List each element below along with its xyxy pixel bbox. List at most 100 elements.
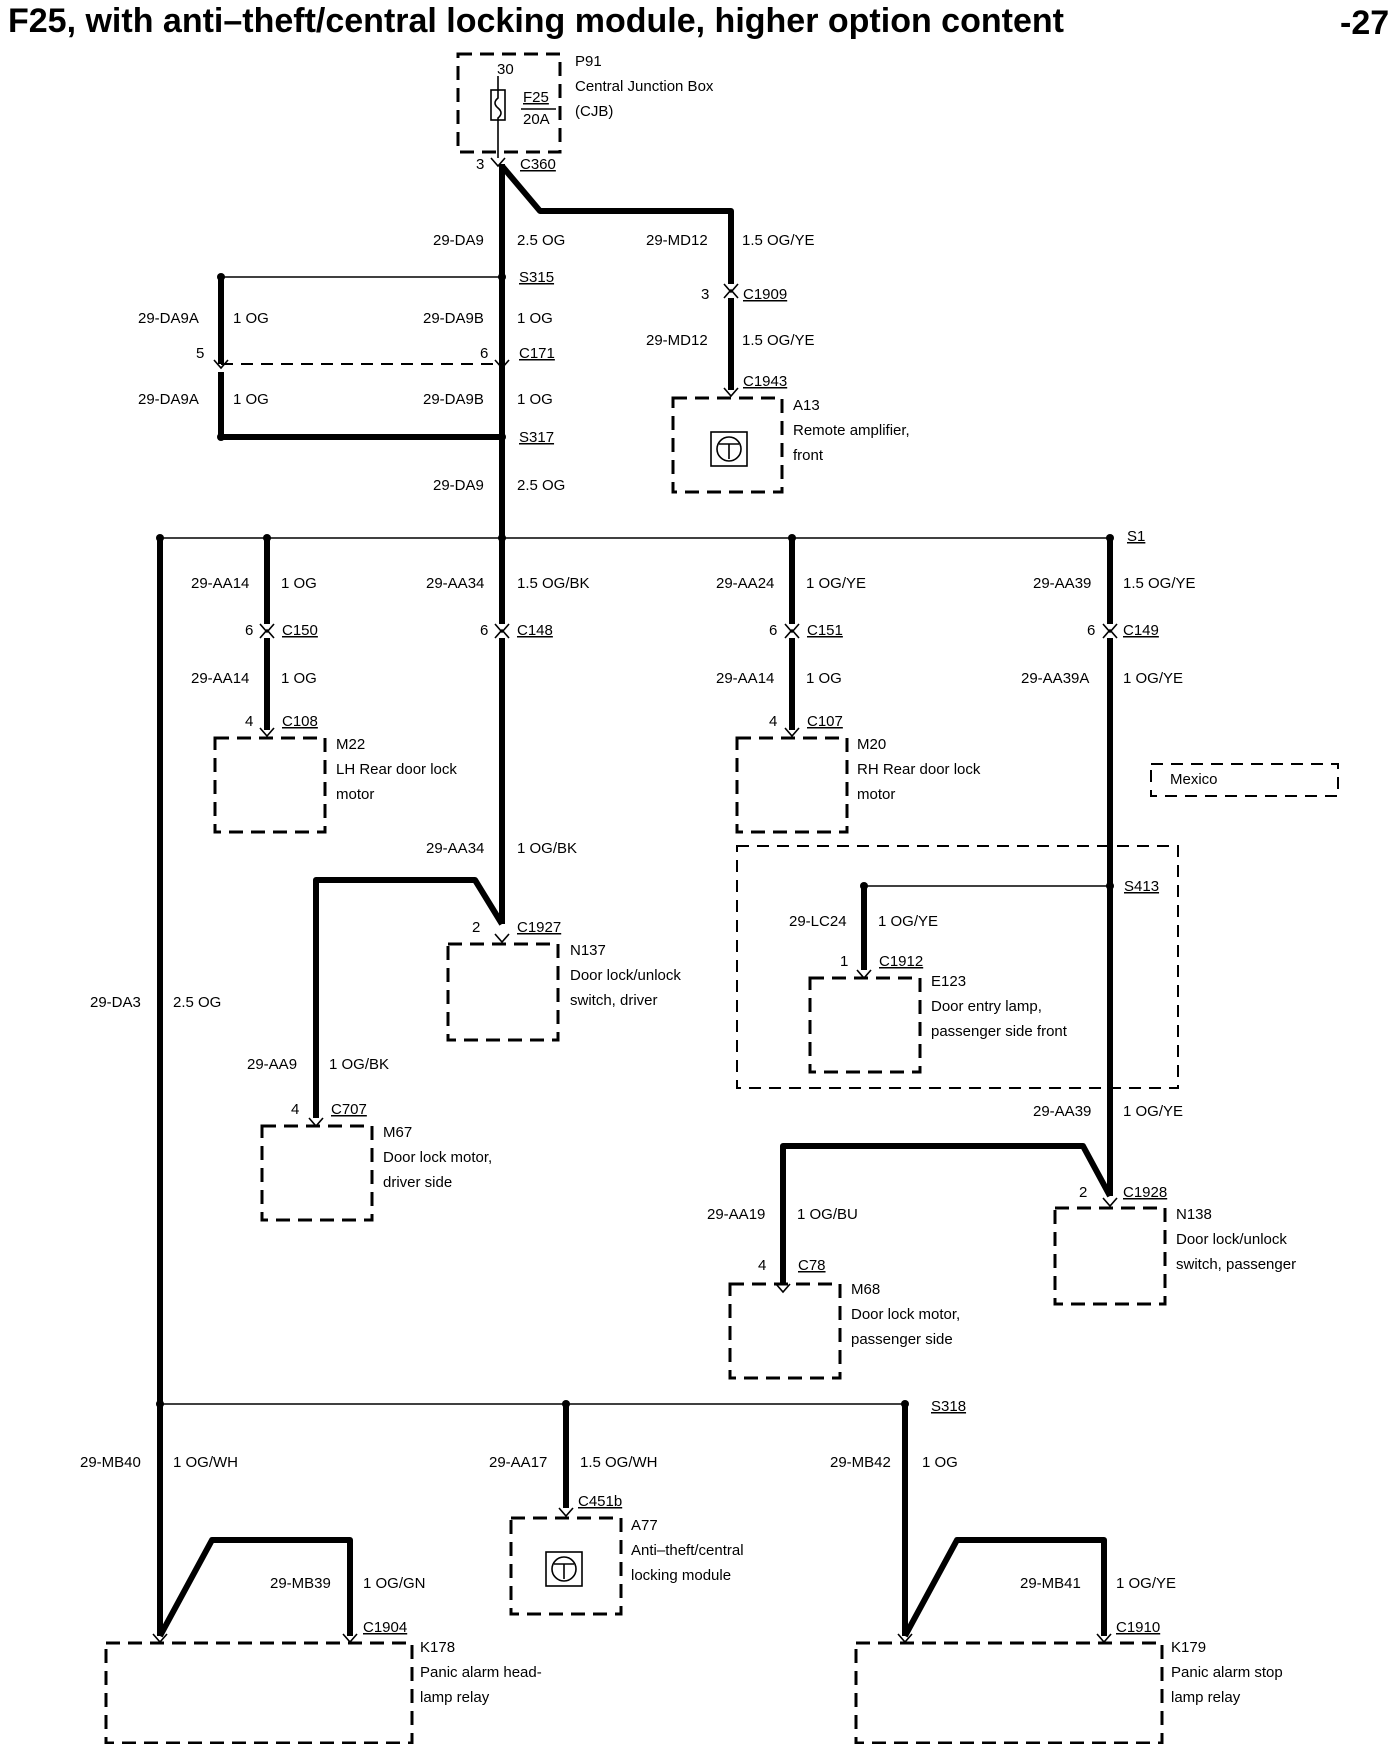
cjb-desc-label: Central Junction Box bbox=[575, 78, 714, 95]
connector-pin: 2 bbox=[472, 919, 480, 936]
connector-c1910: C1910 bbox=[1116, 1619, 1160, 1636]
component-m20: 4 C107 M20 RH Rear door lock motor bbox=[735, 713, 981, 834]
splice-dots bbox=[156, 273, 1114, 1408]
wire-circuit: 29-AA14 bbox=[716, 670, 774, 687]
component-desc: front bbox=[793, 447, 824, 464]
connector-c707: C707 bbox=[331, 1101, 367, 1118]
connector-c1928: C1928 bbox=[1123, 1184, 1167, 1201]
cjb-pin-label: 30 bbox=[497, 61, 514, 78]
wire-spec: 1 OG/YE bbox=[1123, 1103, 1183, 1120]
wire-circuit: 29-LC24 bbox=[789, 913, 847, 930]
wire-circuit: 29-AA24 bbox=[716, 575, 774, 592]
connector-c1909: C1909 bbox=[743, 286, 787, 303]
wire-circuit: 29-MB40 bbox=[80, 1454, 141, 1471]
wire-spec: 1.5 OG/YE bbox=[742, 232, 815, 249]
component-id: M68 bbox=[851, 1281, 880, 1298]
connector-pin: 6 bbox=[245, 622, 253, 639]
splice-dot bbox=[217, 273, 225, 281]
option-mexico: Mexico bbox=[736, 763, 1339, 1089]
component-desc: Remote amplifier, bbox=[793, 422, 910, 439]
cjb-desc2-label: (CJB) bbox=[575, 103, 613, 120]
component-id: N137 bbox=[570, 942, 606, 959]
connector-pin: 3 bbox=[701, 286, 709, 303]
component-desc: Panic alarm head- bbox=[420, 1664, 542, 1681]
fuse-id-label: F25 bbox=[523, 89, 549, 106]
component-desc: Door lock motor, bbox=[383, 1149, 492, 1166]
component-desc: Door entry lamp, bbox=[931, 998, 1042, 1015]
component-desc: driver side bbox=[383, 1174, 452, 1191]
connector-pin: 4 bbox=[769, 713, 777, 730]
splice-dot bbox=[860, 882, 868, 890]
wire-circuit: 29-MB39 bbox=[270, 1575, 331, 1592]
component-e123: 1 C1912 E123 Door entry lamp, passenger … bbox=[808, 953, 1068, 1074]
splice-dot bbox=[1106, 534, 1114, 542]
inline-connectors: 3 C1909 5 6 C171 6 C150 6 C148 6 C151 6 … bbox=[196, 283, 1159, 639]
connector-c1912: C1912 bbox=[879, 953, 923, 970]
wire-spec: 1.5 OG/BK bbox=[517, 575, 590, 592]
splice-s413: S413 bbox=[1124, 878, 1159, 895]
wire-spec: 1 OG/BK bbox=[517, 840, 577, 857]
wire-circuit: 29-MB42 bbox=[830, 1454, 891, 1471]
component-id: E123 bbox=[931, 973, 966, 990]
wire-circuit: 29-AA39 bbox=[1033, 575, 1091, 592]
connector-c360: 3 C360 bbox=[476, 156, 556, 173]
splice-dot bbox=[498, 273, 506, 281]
component-id: A77 bbox=[631, 1517, 658, 1534]
splice-dot bbox=[498, 433, 506, 441]
wire-circuit: 29-MB41 bbox=[1020, 1575, 1081, 1592]
wire-spec: 1 OG bbox=[922, 1454, 958, 1471]
diagram-title: F25, with anti–theft/central locking mod… bbox=[8, 2, 1064, 40]
connector-c1927: C1927 bbox=[517, 919, 561, 936]
wire-spec: 1 OG/YE bbox=[1123, 670, 1183, 687]
connector-c150: C150 bbox=[282, 622, 318, 639]
wire-spec: 1 OG bbox=[517, 310, 553, 327]
connector-pin: 4 bbox=[245, 713, 253, 730]
wire-circuit: 29-DA9B bbox=[423, 391, 484, 408]
wire-circuit: 29-AA14 bbox=[191, 670, 249, 687]
splice-dot bbox=[498, 534, 506, 542]
wire-labels: 29-DA9 2.5 OG 29-MD12 1.5 OG/YE 29-MD12 … bbox=[80, 232, 1196, 1592]
connector-c151: C151 bbox=[807, 622, 843, 639]
connector-pin: 4 bbox=[758, 1257, 766, 1274]
component-desc: passenger side front bbox=[931, 1023, 1068, 1040]
connector-c149: C149 bbox=[1123, 622, 1159, 639]
component-id: A13 bbox=[793, 397, 820, 414]
connector-pin: 4 bbox=[291, 1101, 299, 1118]
wire-spec: 1 OG/YE bbox=[1116, 1575, 1176, 1592]
component-desc: motor bbox=[336, 786, 374, 803]
connector-label: C360 bbox=[520, 156, 556, 173]
wire-circuit: 29-AA34 bbox=[426, 840, 484, 857]
component-id: N138 bbox=[1176, 1206, 1212, 1223]
component-desc: Door lock/unlock bbox=[570, 967, 681, 984]
wire-circuit: 29-MD12 bbox=[646, 332, 708, 349]
wire-circuit: 29-DA9B bbox=[423, 310, 484, 327]
component-m68: 4 C78 M68 Door lock motor, passenger sid… bbox=[728, 1257, 960, 1380]
component-desc: motor bbox=[857, 786, 895, 803]
connector-pin: 6 bbox=[480, 622, 488, 639]
component-id: M22 bbox=[336, 736, 365, 753]
wire-spec: 1 OG/WH bbox=[173, 1454, 238, 1471]
component-desc: Door lock motor, bbox=[851, 1306, 960, 1323]
wire-spec: 1 OG bbox=[233, 391, 269, 408]
splice-s315: S315 bbox=[519, 269, 554, 286]
splice-dot bbox=[901, 1400, 909, 1408]
component-desc: lamp relay bbox=[1171, 1689, 1241, 1706]
wire-spec: 1 OG/BK bbox=[329, 1056, 389, 1073]
wire-circuit: 29-DA3 bbox=[90, 994, 141, 1011]
splice-dot bbox=[788, 534, 796, 542]
connector-pin: 1 bbox=[840, 953, 848, 970]
component-m67: 4 C707 M67 Door lock motor, driver side bbox=[260, 1101, 492, 1222]
component-n137: 2 C1927 N137 Door lock/unlock switch, dr… bbox=[446, 919, 681, 1042]
cjb-id-label: P91 bbox=[575, 53, 602, 70]
wire-circuit: 29-DA9 bbox=[433, 477, 484, 494]
component-desc: Door lock/unlock bbox=[1176, 1231, 1287, 1248]
splice-s317: S317 bbox=[519, 429, 554, 446]
option-label: Mexico bbox=[1170, 771, 1218, 788]
component-id: K178 bbox=[420, 1639, 455, 1656]
splice-dot bbox=[156, 534, 164, 542]
connector-pin: 2 bbox=[1079, 1184, 1087, 1201]
component-desc: Anti–theft/central bbox=[631, 1542, 744, 1559]
wire-spec: 1.5 OG/YE bbox=[1123, 575, 1196, 592]
component-k179: C1910 K179 Panic alarm stop lamp relay bbox=[854, 1619, 1283, 1744]
